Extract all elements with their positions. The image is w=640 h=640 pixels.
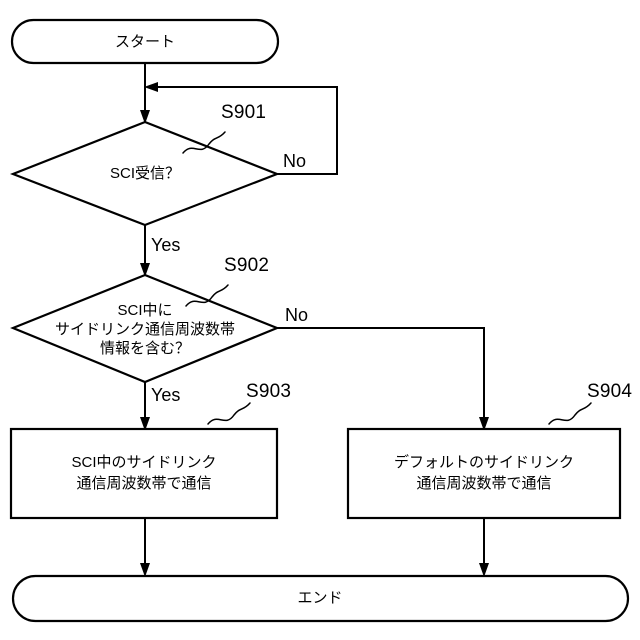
ref-s902: S902 <box>224 255 269 276</box>
arrowhead-s901-to-s902 <box>140 263 150 277</box>
arrowhead-s903-to-end <box>140 563 150 577</box>
ref-s901: S901 <box>221 102 266 123</box>
node-s903-label-line2: 通信周波数帯で通信 <box>76 475 211 492</box>
ref-s903: S903 <box>246 381 291 402</box>
node-start[interactable] <box>10 18 280 65</box>
edge-label-s902-yes: Yes <box>151 385 180 405</box>
leader-s901 <box>182 131 226 154</box>
arrowhead-s901-no-loop <box>144 82 158 92</box>
node-s901[interactable] <box>9 120 281 227</box>
edge-label-s901-no: No <box>283 151 306 171</box>
node-s903-label-line1: SCI中のサイドリンク <box>71 454 216 471</box>
connector-s901-no-loop <box>152 86 338 175</box>
ref-s904: S904 <box>587 381 632 402</box>
node-s904-label-line1: デフォルトのサイドリンク <box>394 453 574 471</box>
node-s904-label-line2: 通信周波数帯で通信 <box>416 475 551 492</box>
node-end-label: エンド <box>297 589 342 606</box>
node-s904[interactable] <box>346 427 622 520</box>
node-start-label: スタート <box>115 33 175 50</box>
connector-s902-no-to-s904 <box>277 327 485 423</box>
arrowhead-s902-no-to-s904 <box>479 417 489 431</box>
node-end[interactable] <box>11 574 630 623</box>
node-s901-label: SCI受信？ <box>110 165 180 182</box>
node-s903[interactable] <box>9 427 279 520</box>
leader-s903 <box>207 402 251 425</box>
node-s902[interactable] <box>10 273 280 384</box>
leader-s902 <box>185 284 229 307</box>
node-s902-label-line1: SCI中に <box>117 302 172 319</box>
arrowhead-s904-to-end <box>479 563 489 577</box>
node-s902-label-line3: 情報を含む？ <box>100 340 190 357</box>
node-s902-label-line2: サイドリンク通信周波数帯 <box>55 321 235 338</box>
arrowhead-s902-to-s903 <box>140 417 150 431</box>
arrowhead-start-to-s901 <box>140 110 150 124</box>
edge-label-s902-no: No <box>285 305 308 325</box>
edge-label-s901-yes: Yes <box>151 235 180 255</box>
leader-s904 <box>548 402 592 425</box>
